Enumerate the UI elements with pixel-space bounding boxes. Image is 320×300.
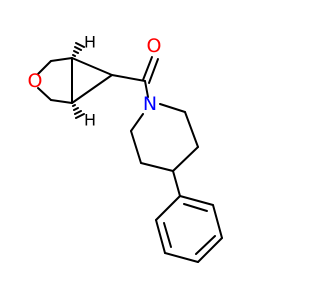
stereo-hash-bond-top [72,42,85,57]
stereo-h-bottom-label: H [84,111,96,130]
bond-c6-carbonyl-c [111,74,146,82]
carbonyl-oxygen-label: O [147,35,162,57]
bond-piperidine-phenyl [172,170,181,197]
bond-c5-c6 [71,74,113,104]
bond-c-o-double-2 [148,58,159,84]
bond-ch2bottom-c5 [50,99,73,104]
bond-ch2top-o [37,60,52,75]
phenyl-ring-bonds [155,170,223,263]
stereo-h-top-label: H [84,33,96,52]
stereo-hash-bond-bottom [72,104,85,119]
bond-carbonyl-c-n [144,80,149,98]
bond-o-ch2bottom [37,87,52,101]
piperidine-ring-bonds [130,103,199,172]
bicyclic-ring-bonds [37,57,113,104]
carbonyl-bonds [111,56,159,98]
bond-c1-c6 [71,57,113,76]
bond-c-o-double-1 [142,56,153,81]
molecule-structure: O O N H H [27,32,223,263]
bond-c1-ch2top [50,57,73,62]
nitrogen-label: N [143,93,157,115]
ring-oxygen-label: O [28,70,43,92]
